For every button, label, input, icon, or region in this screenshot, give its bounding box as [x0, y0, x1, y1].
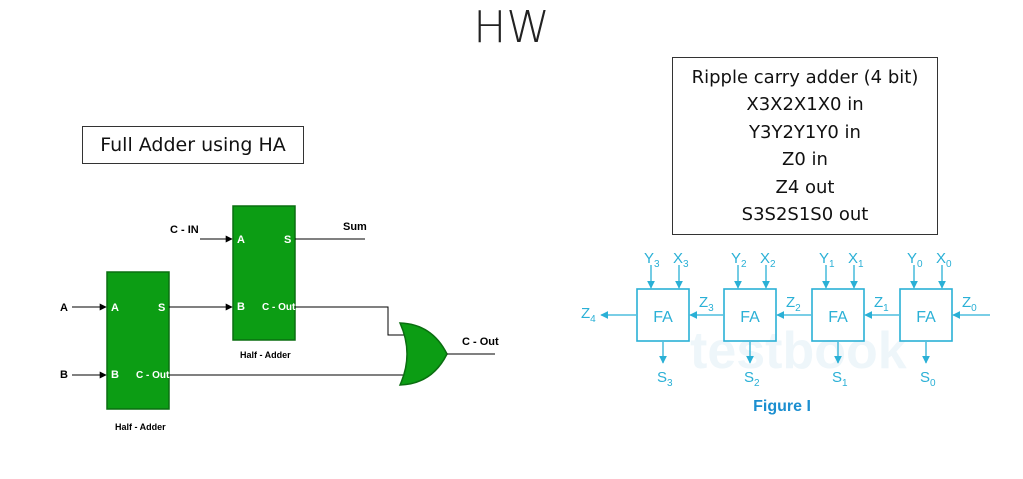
y0-label: Y [907, 250, 917, 267]
x0-sub: 0 [946, 259, 952, 270]
s1-sub: 1 [842, 378, 848, 389]
svg-text:Y3: Y3 [644, 250, 660, 270]
half-adder-block-1 [106, 271, 170, 410]
svg-text:S0: S0 [920, 369, 936, 389]
svg-text:X3: X3 [673, 250, 689, 270]
rca-line: S3S2S1S0 out [741, 204, 869, 225]
z2-label: Z [786, 294, 795, 311]
figure-caption: Figure I [753, 398, 811, 415]
rca-line: X3X2X1X0 in [746, 94, 864, 115]
z4-sub: 4 [590, 314, 596, 325]
input-cin-label: C - IN [170, 224, 199, 236]
s2-label: S [744, 369, 754, 386]
ha2-caption: Half - Adder [240, 350, 291, 360]
s3-sub: 3 [667, 378, 673, 389]
z4-label: Z [581, 305, 590, 322]
rca-line: Z4 out [775, 176, 835, 198]
x3-label: X [673, 250, 683, 267]
svg-text:Z3: Z3 [699, 294, 714, 314]
full-adder-title: Full Adder using HA [100, 134, 286, 156]
z3-sub: 3 [708, 303, 714, 314]
y2-sub: 2 [741, 259, 747, 270]
svg-text:Y1: Y1 [819, 250, 835, 270]
page-title: HW [473, 2, 550, 53]
or-gate [398, 322, 448, 386]
ripple-carry-description-box: Ripple carry adder (4 bit) X3X2X1X0 in Y… [672, 57, 938, 235]
svg-text:Z1: Z1 [874, 294, 889, 314]
ha1-caption: Half - Adder [115, 422, 166, 432]
z3-label: Z [699, 294, 708, 311]
fa-label-0: FA [916, 309, 936, 326]
ha2-s-label: S [284, 234, 291, 246]
half-adder-block-2 [232, 205, 296, 341]
svg-text:Z4: Z4 [581, 305, 596, 325]
rca-line: Z0 in [782, 149, 828, 170]
fa-label-3: FA [653, 309, 673, 326]
x0-label: X [936, 250, 946, 267]
svg-text:Z0: Z0 [962, 294, 977, 314]
fa-label-2: FA [740, 309, 760, 326]
svg-text:Y0: Y0 [907, 250, 923, 270]
s0-label: S [920, 369, 930, 386]
y1-label: Y [819, 250, 829, 267]
svg-text:S3: S3 [657, 369, 673, 389]
sum-output-label: Sum [343, 221, 367, 233]
s0-sub: 0 [930, 378, 936, 389]
ha1-cout-label: C - Out [136, 370, 170, 381]
z0-label: Z [962, 294, 971, 311]
input-a-label: A [60, 302, 68, 314]
s1-label: S [832, 369, 842, 386]
svg-text:X1: X1 [848, 250, 864, 270]
input-b-label: B [60, 369, 68, 381]
z1-label: Z [874, 294, 883, 311]
svg-text:X2: X2 [760, 250, 776, 270]
svg-text:X0: X0 [936, 250, 952, 270]
fa-block-0 [899, 288, 953, 342]
ha2-b-label: B [237, 301, 245, 313]
x3-sub: 3 [683, 259, 689, 270]
s3-label: S [657, 369, 667, 386]
fa-block-1 [811, 288, 865, 342]
svg-text:S2: S2 [744, 369, 760, 389]
fa-block-2 [723, 288, 777, 342]
ha1-s-label: S [158, 302, 165, 314]
ha2-cout-label: C - Out [262, 302, 296, 313]
full-adder-title-box: Full Adder using HA [82, 126, 304, 164]
ha1-a-label: A [111, 302, 119, 314]
rca-line: Ripple carry adder (4 bit) [691, 66, 919, 88]
ha2-a-label: A [237, 234, 245, 246]
x2-sub: 2 [770, 259, 776, 270]
ha1-b-label: B [111, 369, 119, 381]
z0-sub: 0 [971, 303, 977, 314]
svg-text:Y2: Y2 [731, 250, 747, 270]
x1-label: X [848, 250, 858, 267]
fa-label-1: FA [828, 309, 848, 326]
s2-sub: 2 [754, 378, 760, 389]
svg-text:S1: S1 [832, 369, 848, 389]
z2-sub: 2 [795, 303, 801, 314]
z1-sub: 1 [883, 303, 889, 314]
y2-label: Y [731, 250, 741, 267]
x1-sub: 1 [858, 259, 864, 270]
cout-output-label: C - Out [462, 336, 499, 348]
y0-sub: 0 [917, 259, 923, 270]
y1-sub: 1 [829, 259, 835, 270]
svg-text:Z2: Z2 [786, 294, 801, 314]
rca-line: Y3Y2Y1Y0 in [749, 121, 861, 143]
y3-label: Y [644, 250, 654, 267]
fa-block-3 [636, 288, 690, 342]
y3-sub: 3 [654, 259, 660, 270]
x2-label: X [760, 250, 770, 267]
watermark: testbook [690, 322, 907, 380]
